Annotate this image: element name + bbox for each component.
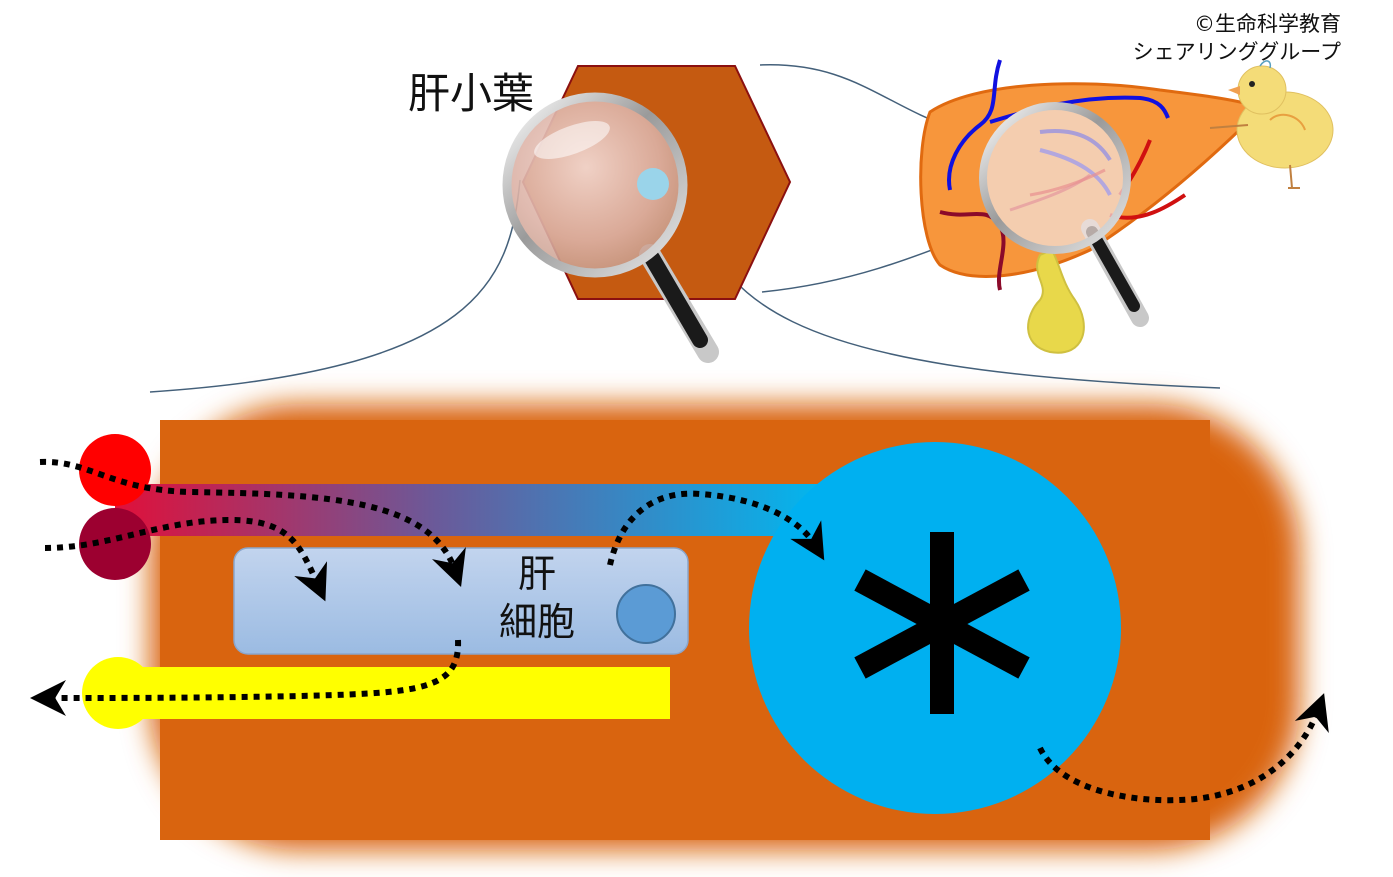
copyright-credit: ©生命科学教育 シェアリンググループ (1133, 10, 1341, 66)
bile-duct (118, 667, 670, 719)
hepatocyte-label-line-2: 細胞 (498, 600, 575, 644)
hepatocyte-nucleus (616, 584, 676, 644)
arrow-portal-in (44, 516, 328, 602)
lobule-label: 肝小葉 (408, 69, 535, 118)
portal-vein (79, 508, 151, 580)
hepatocyte-label: 肝 細胞 (482, 550, 592, 646)
hepatic-artery (79, 434, 151, 506)
asterisk-icon (854, 532, 1030, 714)
chick-icon (1209, 60, 1334, 189)
hepatocyte-label-line-1: 肝 (517, 552, 556, 596)
arrow-bile-out (29, 639, 462, 716)
arrow-artery-in (39, 458, 466, 587)
arrow-central-out (1037, 693, 1329, 804)
flow-arrows (29, 458, 1329, 804)
arrow-to-central-vein (607, 490, 825, 566)
magnifying-glass-icon (502, 92, 719, 363)
liver-magnifying-glass-icon (979, 102, 1149, 327)
credit-line-2: シェアリンググループ (1132, 40, 1341, 64)
credit-line-1: ©生命科学教育 (1194, 12, 1341, 36)
bile-duct-end (82, 657, 154, 729)
gallbladder-icon (1027, 248, 1085, 354)
zoom-line-left (149, 179, 521, 393)
